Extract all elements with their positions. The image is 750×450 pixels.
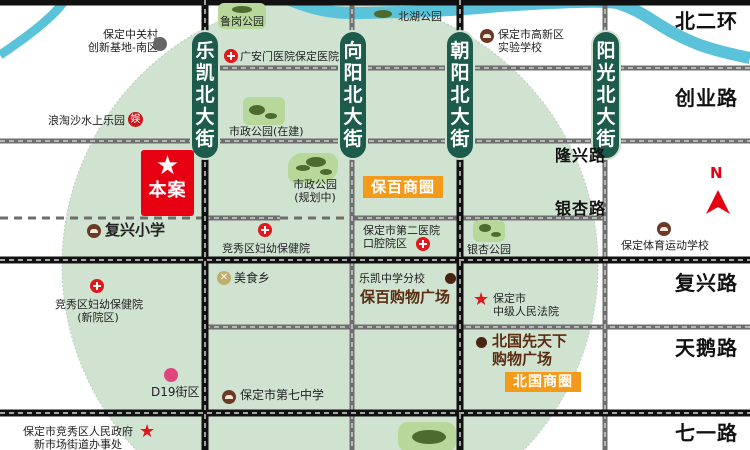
poi-yinxing-park: 银杏公园 bbox=[467, 243, 511, 256]
hospital-icon bbox=[224, 49, 238, 63]
project-label: 本案 bbox=[148, 180, 187, 201]
road-lekai-north-street: 乐凯北大街 bbox=[190, 30, 220, 160]
road-yinxing: 银杏路 bbox=[555, 199, 607, 218]
road-tiane: 天鹅路 bbox=[675, 336, 738, 360]
road-yangguang-north-street: 阳光北大街 bbox=[591, 30, 621, 160]
park-south bbox=[398, 422, 456, 450]
poi-fuyou-hospital: 竞秀区妇幼保健院 bbox=[222, 242, 310, 255]
star-icon: ★ bbox=[155, 151, 180, 181]
hospital-icon bbox=[416, 237, 430, 251]
poi-seventh-school: 保定市第七中学 bbox=[240, 388, 325, 402]
park-beihu-icon bbox=[372, 8, 394, 20]
shopping-baobai: 保百购物广场 bbox=[360, 288, 451, 306]
poi-fuxing-school: 复兴小学 bbox=[105, 221, 166, 239]
poi-lugang-park: 鲁岗公园 bbox=[220, 15, 264, 28]
river-west bbox=[0, 0, 69, 59]
poi-langtao: 浪淘沙水上乐园 bbox=[48, 114, 125, 127]
road-chaoyang-north-street: 朝阳北大街 bbox=[445, 30, 475, 160]
road-qiyi: 七一路 bbox=[675, 421, 738, 445]
gov-star-icon: ★ bbox=[139, 421, 156, 442]
shopping-dot-icon bbox=[476, 337, 487, 348]
road-longxing: 隆兴路 bbox=[555, 146, 607, 165]
park-yinxing bbox=[473, 220, 505, 242]
poi-second-hospital: 保定市第二医院 口腔院区 bbox=[363, 224, 440, 250]
road-fuxing: 复兴路 bbox=[675, 271, 738, 295]
poi-beihu-park: 北湖公园 bbox=[398, 10, 442, 23]
school-dot-icon bbox=[445, 273, 456, 284]
school-icon bbox=[87, 224, 101, 238]
game-icon bbox=[164, 368, 178, 382]
poi-shizheng-park-building: 市政公园(在建) bbox=[229, 125, 304, 138]
road-chuangye: 创业路 bbox=[675, 86, 738, 110]
poi-gaoxin-school: 保定市高新区 实验学校 bbox=[498, 28, 564, 54]
poi-shizheng-park-planned: 市政公园 (规划中) bbox=[293, 178, 337, 204]
poi-sports-school: 保定体育运动学校 bbox=[621, 239, 709, 252]
poi-court: 保定市 中级人民法院 bbox=[493, 292, 559, 318]
park-shizheng-building bbox=[243, 97, 285, 125]
hospital-icon bbox=[258, 223, 272, 237]
hospital-icon bbox=[90, 279, 104, 293]
poi-guanganmen-hospital: 广安门医院保定医院 bbox=[240, 50, 339, 63]
poi-meishixiang: 美食乡 bbox=[234, 271, 271, 285]
poi-gov: 保定市竞秀区人民政府 新市场街道办事处 bbox=[23, 425, 133, 450]
restaurant-icon: ✕ bbox=[217, 271, 231, 285]
shopping-beiguo-line2: 购物广场 bbox=[492, 350, 553, 368]
business-circle-baobai: 保百商圈 bbox=[363, 176, 444, 198]
school-icon bbox=[480, 29, 494, 43]
road-beierhuan: 北二环 bbox=[675, 9, 738, 33]
court-star-icon: ★ bbox=[473, 289, 490, 310]
project-marker[interactable]: ★ 本案 bbox=[141, 150, 194, 216]
poi-lekai-school: 乐凯中学分校 bbox=[359, 272, 425, 285]
park-lugang bbox=[218, 3, 266, 29]
poi-fuyou-new: 竞秀区妇幼保健院 (新院区) bbox=[55, 298, 143, 324]
park-shizheng-planned bbox=[288, 153, 338, 183]
entertainment-icon: 娱 bbox=[128, 112, 143, 127]
north-arrow-icon bbox=[706, 190, 730, 214]
poi-zhongguancun: 保定中关村 创新基地-南区 bbox=[88, 28, 158, 54]
business-circle-beiguo: 北国商圈 bbox=[505, 372, 581, 392]
road-xiangyang-north-street: 向阳北大街 bbox=[338, 30, 368, 160]
school-icon bbox=[222, 390, 236, 404]
shopping-beiguo-line1: 北国先天下 bbox=[492, 332, 568, 350]
building-icon bbox=[153, 37, 167, 51]
school-icon bbox=[657, 222, 671, 236]
north-label: N bbox=[710, 164, 723, 182]
poi-d19: D19街区 bbox=[151, 385, 200, 399]
